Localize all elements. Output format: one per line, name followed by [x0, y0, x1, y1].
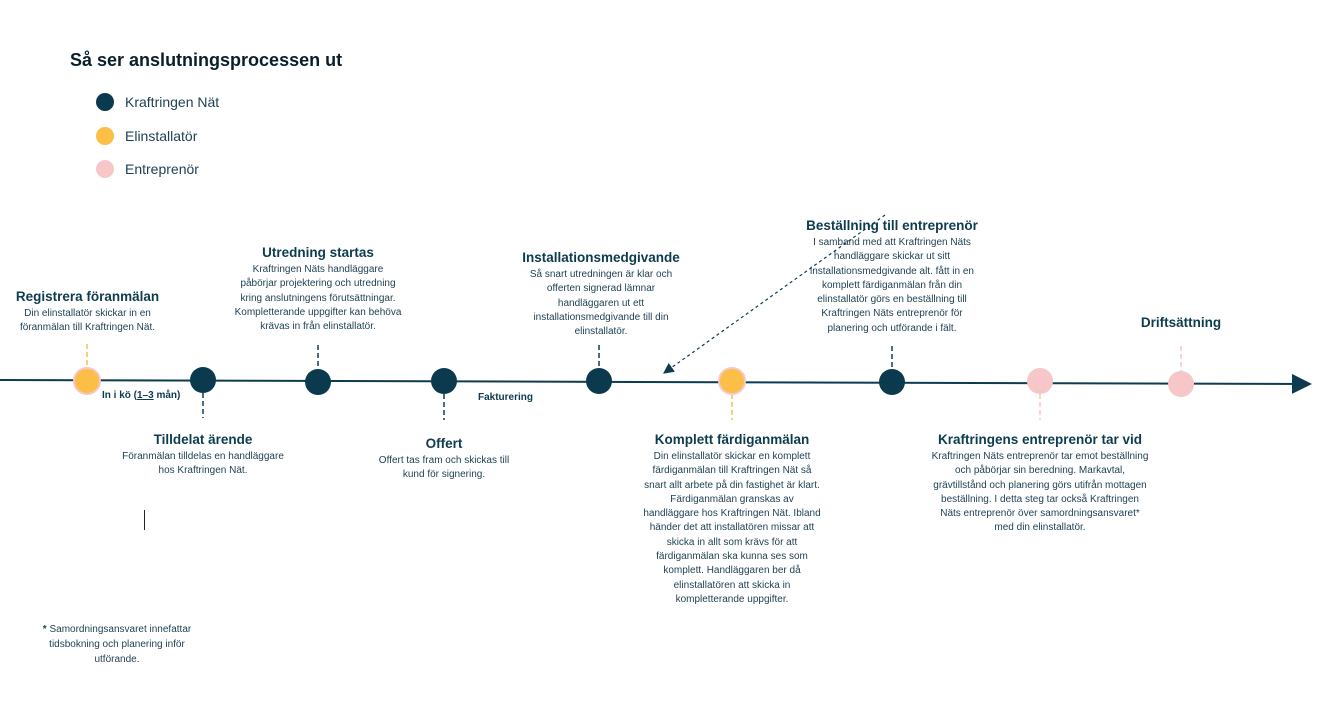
legend-dot-pink-icon	[96, 160, 114, 178]
legend-dot-navy-icon	[96, 93, 114, 111]
step-entreprenor: Kraftringens entreprenör tar vid Kraftri…	[920, 432, 1160, 536]
step-utredning: Utredning startas Kraftringen Näts handl…	[228, 245, 408, 334]
queue-suffix: mån)	[153, 390, 181, 401]
step-offert: Offert Offert tas fram och skickas till …	[364, 436, 524, 483]
legend-label: Kraftringen Nät	[125, 94, 220, 110]
node-installation	[586, 368, 612, 394]
step-text: Offert tas fram och skickas till kund fö…	[378, 455, 510, 481]
footnote: * Samordningsansvaret innefattar tidsbok…	[42, 622, 192, 667]
step-title: Komplett färdiganmälan	[654, 432, 810, 447]
step-text: Din elinstallatör skickar in en föranmäl…	[19, 308, 156, 334]
legend-label: Elinstallatör	[125, 128, 198, 144]
legend-item-elinstallator: Elinstallatör	[96, 127, 197, 145]
step-text: Föranmälan tilldelas en handläggare hos …	[122, 451, 284, 477]
step-title: Offert	[425, 436, 463, 451]
step-title: Utredning startas	[262, 245, 374, 260]
step-registrera: Registrera föranmälan Din elinstallatör …	[5, 289, 170, 336]
legend-item-kraftringen: Kraftringen Nät	[96, 93, 219, 111]
step-text: I samband med att Kraftringen Näts handl…	[810, 237, 974, 334]
legend-item-entreprenor: Entreprenör	[96, 160, 199, 178]
step-installationsmedgivande: Installationsmedgivande Så snart utredni…	[501, 250, 701, 339]
node-registrera	[73, 367, 101, 395]
step-komplett: Komplett färdiganmälan Din elinstallatör…	[632, 432, 832, 607]
queue-prefix: In i kö (	[102, 390, 137, 401]
legend-label: Entreprenör	[125, 161, 199, 177]
step-title: Tilldelat ärende	[153, 432, 253, 447]
node-tilldelat	[190, 367, 216, 393]
step-title: Registrera föranmälan	[15, 289, 160, 304]
footnote-text: Samordningsansvaret innefattar tidsbokni…	[46, 624, 192, 665]
step-title: Beställning till entreprenör	[806, 218, 978, 233]
node-komplett	[718, 367, 746, 395]
queue-label: In i kö (1–3 mån)	[102, 390, 180, 401]
node-utredning	[305, 369, 331, 395]
node-entreprenor	[1027, 368, 1053, 394]
step-text: Kraftringen Näts handläggare påbörjar pr…	[234, 264, 402, 333]
legend-dot-yellow-icon	[96, 127, 114, 145]
step-title: Driftsättning	[1140, 315, 1222, 330]
step-bestallning: Beställning till entreprenör I samband m…	[787, 218, 997, 336]
step-text: Så snart utredningen är klar och offerte…	[529, 269, 673, 338]
text-cursor	[144, 510, 145, 530]
step-drift: Driftsättning	[1121, 315, 1241, 333]
node-bestallning	[879, 369, 905, 395]
step-title: Kraftringens entreprenör tar vid	[937, 432, 1143, 447]
footnote-marker: *	[42, 624, 47, 635]
node-drift	[1168, 371, 1194, 397]
queue-duration: 1–3	[137, 390, 154, 401]
fakturering-label: Fakturering	[478, 392, 534, 403]
step-text: Kraftringen Näts entreprenör tar emot be…	[931, 451, 1149, 534]
step-title: Installationsmedgivande	[522, 250, 680, 265]
timeline-line	[0, 373, 1312, 394]
step-tilldelat: Tilldelat ärende Föranmälan tilldelas en…	[113, 432, 293, 479]
node-offert	[431, 368, 457, 394]
step-text: Din elinstallatör skickar en komplett fä…	[643, 451, 821, 605]
page-title: Så ser anslutningsprocessen ut	[70, 50, 343, 70]
